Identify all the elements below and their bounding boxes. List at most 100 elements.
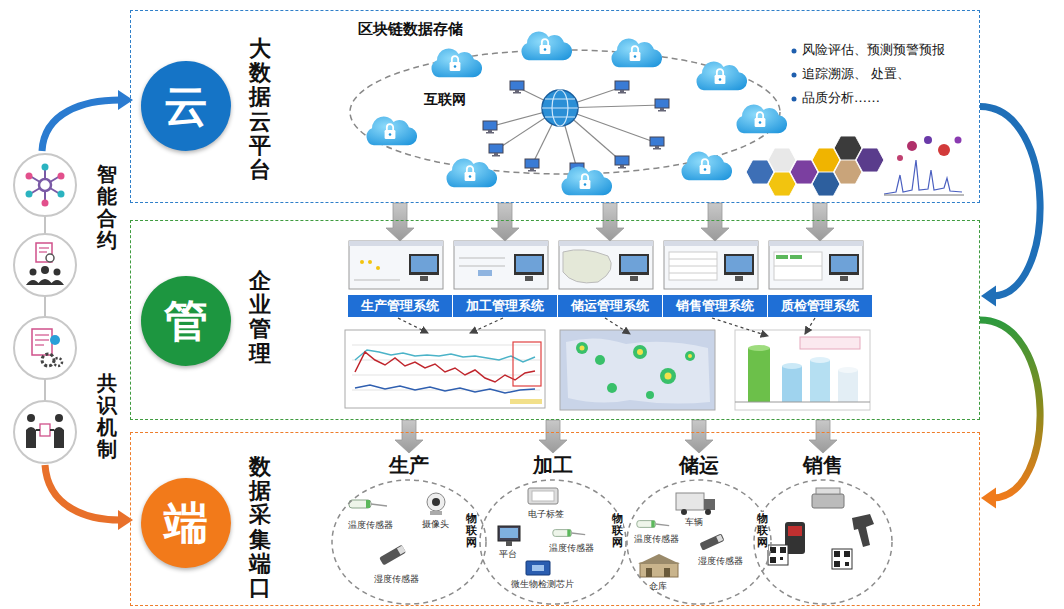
band-title: 企业管理 — [249, 269, 271, 366]
system-screenshot — [525, 276, 533, 281]
sensor-devices — [553, 530, 585, 537]
system-name: 质检管理系统 — [768, 295, 872, 317]
flow-arrow — [809, 420, 837, 453]
system-screenshot — [411, 256, 437, 272]
device-label: 电子标签 — [528, 509, 564, 520]
system-screenshot — [664, 241, 758, 246]
heat-map — [660, 368, 676, 384]
flow-arrow — [806, 203, 834, 241]
sensor-devices — [699, 533, 724, 550]
internet-illustration — [489, 144, 503, 157]
system-screenshot — [516, 256, 542, 272]
audit-icon — [46, 254, 54, 262]
flow-arrow — [386, 203, 414, 241]
internet-illustration — [615, 81, 629, 94]
spectrum-chart — [884, 160, 962, 194]
system-screenshot — [630, 276, 638, 281]
heat-map — [688, 354, 692, 358]
bullet-dot — [792, 49, 797, 102]
audit-icon — [30, 269, 37, 276]
arrow-head — [981, 488, 996, 509]
system-button: 销售管理系统 — [663, 241, 767, 317]
dashed-ellipse — [754, 480, 892, 604]
network-icon — [42, 200, 49, 207]
sensor-devices — [498, 526, 520, 541]
bar-chart — [748, 348, 770, 402]
dashed-ellipse — [480, 480, 626, 604]
internet-illustration — [737, 104, 787, 133]
circle-label: 云 — [141, 61, 231, 151]
network-icon — [58, 173, 65, 180]
system-screenshot — [459, 266, 505, 267]
sensor-devices — [528, 488, 558, 504]
contract-gear-icon — [35, 339, 49, 340]
system-screenshot — [349, 241, 443, 289]
network-icon — [39, 179, 51, 191]
consensus-icon — [36, 429, 40, 431]
system-button: 储运管理系统 — [558, 241, 662, 317]
system-button: 加工管理系统 — [453, 241, 557, 317]
system-screenshot — [619, 254, 649, 275]
system-screenshot — [669, 259, 717, 260]
bar-chart — [782, 363, 802, 369]
spectrum-chart — [884, 195, 964, 196]
heat-map — [580, 346, 693, 380]
internet-illustration — [489, 87, 662, 169]
system-name: 储运管理系统 — [558, 295, 662, 317]
consensus-icon — [26, 414, 64, 448]
internet-illustration — [510, 81, 524, 94]
spectrum-chart — [955, 137, 962, 144]
block-arrow — [809, 420, 837, 453]
spectrum-chart — [884, 136, 964, 195]
internet-illustration — [522, 31, 572, 60]
vertical-label: 智能合约 — [97, 163, 117, 251]
device-label: 温度传感器 — [348, 520, 393, 531]
text-label: 追踪溯源、 处置、 — [802, 66, 910, 82]
dashed-pointer — [398, 318, 428, 333]
device-label: 摄像头 — [422, 519, 449, 530]
line-chart — [355, 352, 535, 382]
spectrum-chart — [907, 141, 917, 151]
sensor-devices — [397, 546, 406, 555]
dashed-pointer — [470, 318, 503, 333]
block-arrow — [685, 420, 713, 453]
heat-map — [633, 345, 647, 359]
curved-arrow — [980, 320, 1040, 498]
layer-circle: 端 — [141, 478, 231, 568]
heat-map — [637, 349, 643, 355]
system-screenshot — [669, 266, 717, 267]
sensor-devices — [349, 488, 874, 577]
device-label: 湿度传感器 — [374, 574, 419, 585]
flow-arrow — [491, 203, 519, 241]
system-screenshot — [478, 270, 492, 276]
internet-illustration — [612, 38, 662, 67]
text-label: 互联网 — [424, 91, 466, 109]
system-screenshot — [349, 241, 443, 246]
line-chart — [345, 330, 545, 408]
arrow-head — [981, 286, 996, 307]
heat-map — [607, 383, 617, 393]
network-icon — [26, 173, 33, 180]
bullet-dot — [792, 97, 797, 102]
layer-band: 企业管理管生产管理系统加工管理系统储运管理系统销售管理系统质检管理系统 — [130, 220, 980, 420]
internet-illustration — [545, 117, 575, 118]
heat-map — [595, 355, 605, 365]
line-chart — [345, 330, 545, 408]
bar-chart — [810, 360, 830, 402]
contract-icons — [14, 317, 76, 379]
block-arrow — [596, 203, 624, 241]
sensor-devices — [768, 545, 788, 565]
flow-arrow — [395, 420, 423, 453]
spectrum-chart — [938, 144, 950, 156]
sensor-devices — [716, 535, 723, 543]
sensor-devices — [637, 521, 669, 528]
text-label: 品质分析…… — [802, 90, 880, 106]
bullet-dot — [792, 49, 797, 54]
internet-illustration — [350, 31, 787, 195]
sensor-devices — [834, 561, 840, 567]
heat-map — [580, 346, 585, 351]
stage-title: 生产 — [331, 453, 487, 477]
system-screenshot — [420, 276, 428, 281]
system-screenshot — [774, 252, 822, 280]
